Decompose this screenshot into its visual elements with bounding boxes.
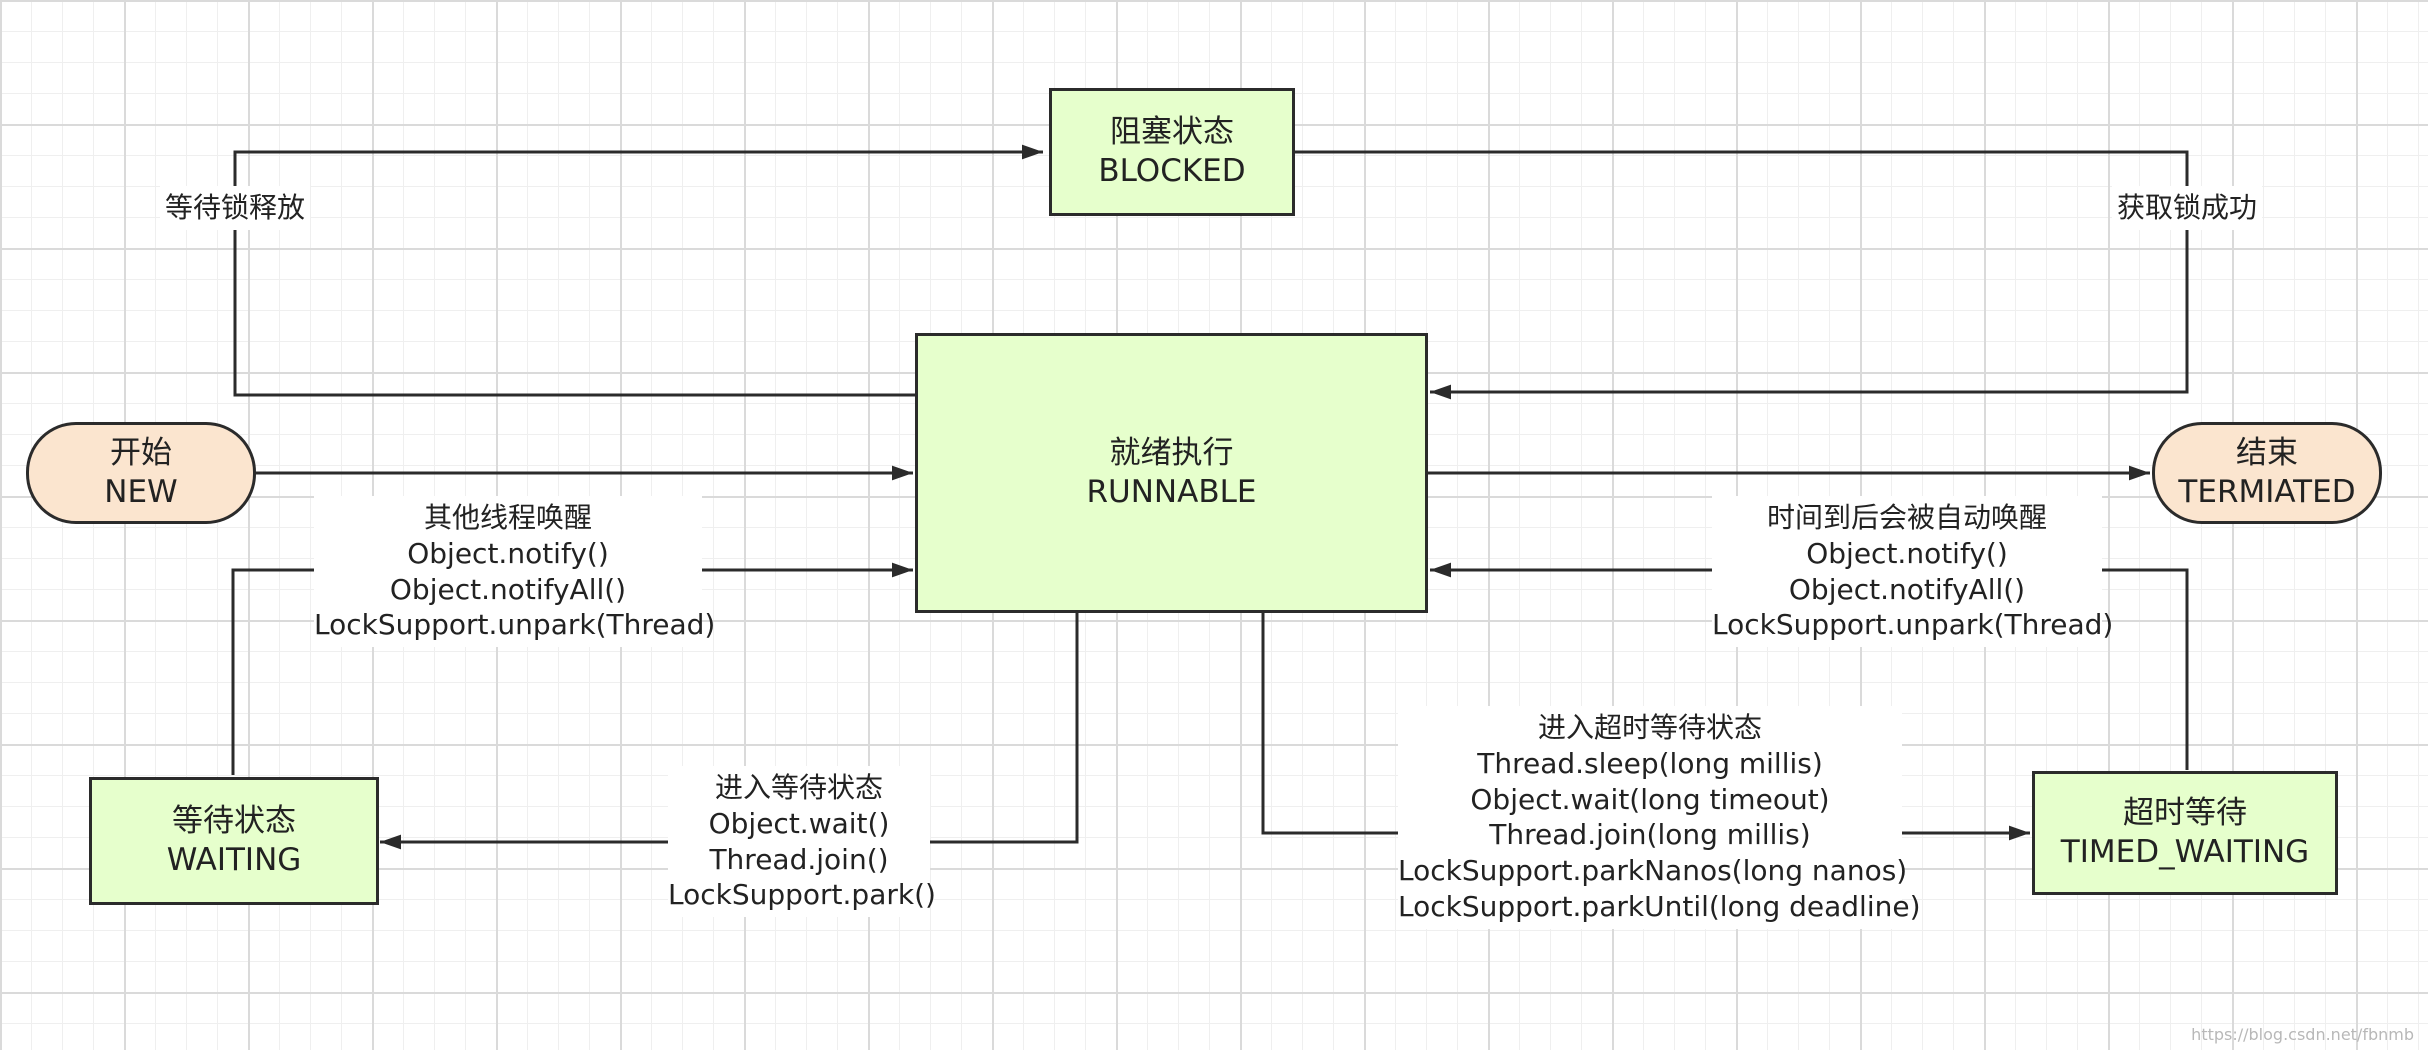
state-end-zh: 结束 xyxy=(2236,435,2298,472)
label-line: LockSupport.parkNanos(long nanos) xyxy=(1398,854,1908,888)
label-line: LockSupport.unpark(Thread) xyxy=(1712,608,2114,642)
state-start-en: NEW xyxy=(104,474,178,510)
state-end[interactable]: 结束 TERMIATED xyxy=(2152,422,2382,524)
state-waiting-en: WAITING xyxy=(166,842,302,878)
label-line: 其他线程唤醒 xyxy=(423,501,592,534)
label-line: Object.wait(long timeout) xyxy=(1470,782,1830,816)
state-start[interactable]: 开始 NEW xyxy=(26,422,256,524)
state-blocked-en: BLOCKED xyxy=(1098,153,1246,189)
edge-runnable-to-waiting xyxy=(380,613,1079,850)
label-line: Object.notify() xyxy=(407,536,609,570)
label-line: LockSupport.unpark(Thread) xyxy=(314,608,716,642)
state-timed-waiting[interactable]: 超时等待 TIMED_WAITING xyxy=(2032,771,2338,895)
label-wait-lock-line: 等待锁释放 xyxy=(164,191,305,224)
label-line: Object.wait() xyxy=(708,806,890,840)
label-acquire-lock-line: 获取锁成功 xyxy=(2116,191,2257,224)
label-timed-to-runnable: 时间到后会被自动唤醒 Object.notify() Object.notify… xyxy=(1712,496,2114,648)
label-line: LockSupport.parkUntil(long deadline) xyxy=(1398,890,1921,924)
state-waiting[interactable]: 等待状态 WAITING xyxy=(89,777,379,905)
state-timed-waiting-en: TIMED_WAITING xyxy=(2060,834,2310,870)
label-line: 进入超时等待状态 xyxy=(1537,711,1762,744)
state-start-zh: 开始 xyxy=(110,435,172,472)
label-acquire-lock: 获取锁成功 xyxy=(2112,186,2262,230)
label-line: Object.notify() xyxy=(1806,536,2008,570)
state-runnable[interactable]: 就绪执行 RUNNABLE xyxy=(915,333,1428,613)
state-timed-waiting-zh: 超时等待 xyxy=(2123,795,2247,832)
label-line: Object.notifyAll() xyxy=(1788,572,2026,606)
label-runnable-to-timed: 进入超时等待状态 Thread.sleep(long millis) Objec… xyxy=(1398,706,1921,929)
label-line: Thread.sleep(long millis) xyxy=(1477,746,1823,780)
label-line: LockSupport.park() xyxy=(668,878,936,912)
state-blocked[interactable]: 阻塞状态 BLOCKED xyxy=(1049,88,1295,216)
state-blocked-zh: 阻塞状态 xyxy=(1110,114,1234,151)
label-line: Thread.join() xyxy=(709,842,889,876)
label-line: Object.notifyAll() xyxy=(389,572,627,606)
edge-blocked-to-runnable xyxy=(1295,150,2189,400)
label-line: 时间到后会被自动唤醒 xyxy=(1766,501,2047,534)
state-runnable-zh: 就绪执行 xyxy=(1109,435,1234,472)
watermark: https://blog.csdn.net/fbnmb xyxy=(2191,1025,2414,1044)
edge-timed-to-runnable xyxy=(1430,562,2189,770)
label-line: 进入等待状态 xyxy=(714,771,883,804)
label-runnable-to-waiting: 进入等待状态 Object.wait() Thread.join() LockS… xyxy=(668,766,936,918)
state-runnable-en: RUNNABLE xyxy=(1086,474,1257,510)
state-waiting-zh: 等待状态 xyxy=(172,803,296,840)
edge-runnable-to-blocked xyxy=(233,144,1043,397)
state-end-en: TERMIATED xyxy=(2178,474,2356,510)
label-waiting-to-runnable: 其他线程唤醒 Object.notify() Object.notifyAll(… xyxy=(314,496,716,648)
label-wait-lock: 等待锁释放 xyxy=(160,186,310,230)
label-line: Thread.join(long millis) xyxy=(1489,818,1811,852)
